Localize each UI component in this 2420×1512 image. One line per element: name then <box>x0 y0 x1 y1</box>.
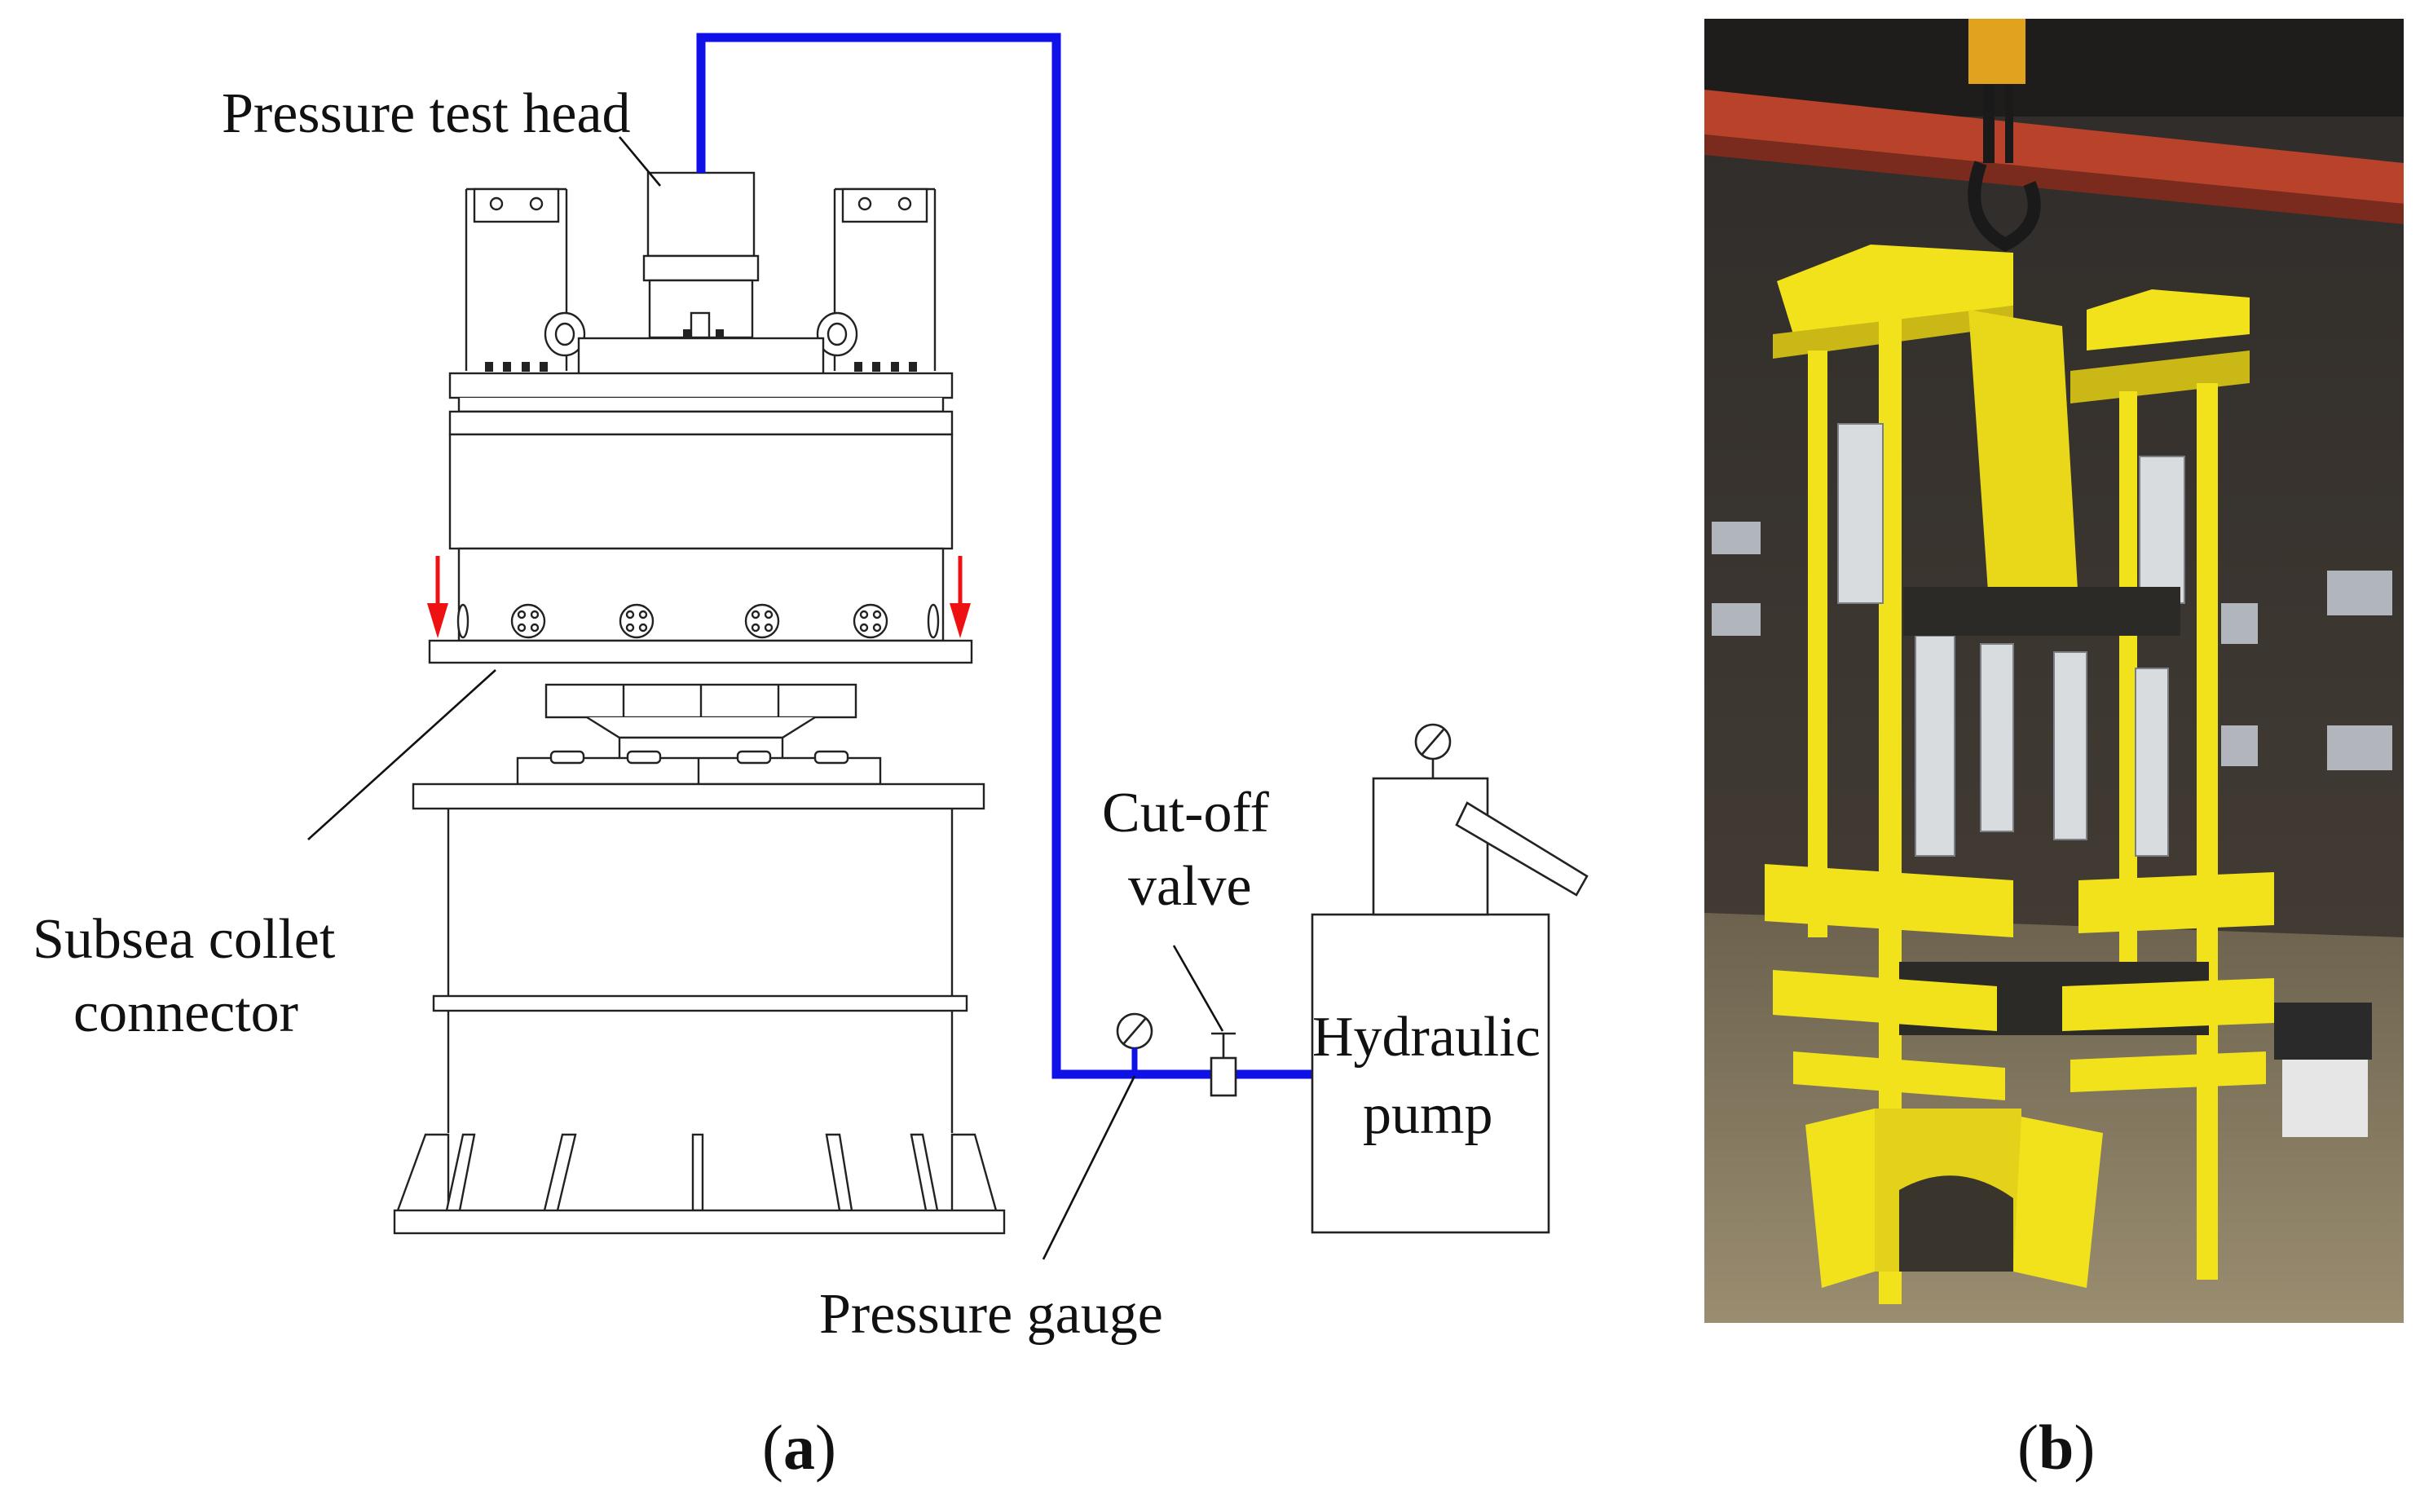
connector-schematic <box>393 171 1006 1235</box>
mandrel-section <box>516 683 882 786</box>
stand-walls <box>447 809 954 996</box>
label-subsea-collet-connector-line1: Subsea collet <box>33 908 336 971</box>
eye-bolt-left <box>544 311 586 357</box>
stand-gussets <box>396 1133 998 1212</box>
label-hydraulic-pump-line1: Hydraulic <box>1312 1006 1541 1069</box>
label-cut-off-valve-line2: valve <box>1128 855 1252 918</box>
label-pressure-gauge: Pressure gauge <box>819 1283 1163 1346</box>
panel-caption-b: (b) <box>2017 1412 2095 1483</box>
connector-flange <box>428 639 973 664</box>
upper-collar <box>457 398 945 413</box>
label-subsea-collet-connector-line2: connector <box>73 981 298 1044</box>
pressure-gauge-icon <box>1116 1012 1153 1071</box>
hydraulic-pump-icon <box>1311 723 1589 1234</box>
top-plate-bolts <box>485 329 917 372</box>
panel-caption-a: (a) <box>762 1412 836 1483</box>
stand-base-plate <box>393 1209 1006 1235</box>
upper-ring <box>448 410 954 436</box>
leader-lines <box>307 136 1224 1260</box>
hydraulic-line <box>696 33 1312 1079</box>
lifting-lug-right <box>833 187 937 371</box>
stand-top-plate <box>412 782 985 810</box>
upper-housing <box>448 433 954 550</box>
label-hydraulic-pump-line2: pump <box>1363 1083 1492 1146</box>
stand-lower-walls <box>447 1011 954 1133</box>
label-pressure-test-head: Pressure test head <box>222 82 631 145</box>
cut-off-valve-icon <box>1210 1032 1237 1097</box>
stand-mid-ring <box>432 994 968 1012</box>
diagram-labels: Pressure test head Subsea collet connect… <box>33 82 1541 1346</box>
load-arrows <box>427 556 971 638</box>
locking-bolts <box>456 603 940 639</box>
eye-bolt-right <box>816 311 858 357</box>
top-plate <box>448 372 954 399</box>
pressure-test-head <box>642 171 760 339</box>
test-rig-photograph <box>1704 19 2404 1323</box>
lifting-lug-left <box>465 187 568 371</box>
label-cut-off-valve-line1: Cut-off <box>1102 782 1269 844</box>
